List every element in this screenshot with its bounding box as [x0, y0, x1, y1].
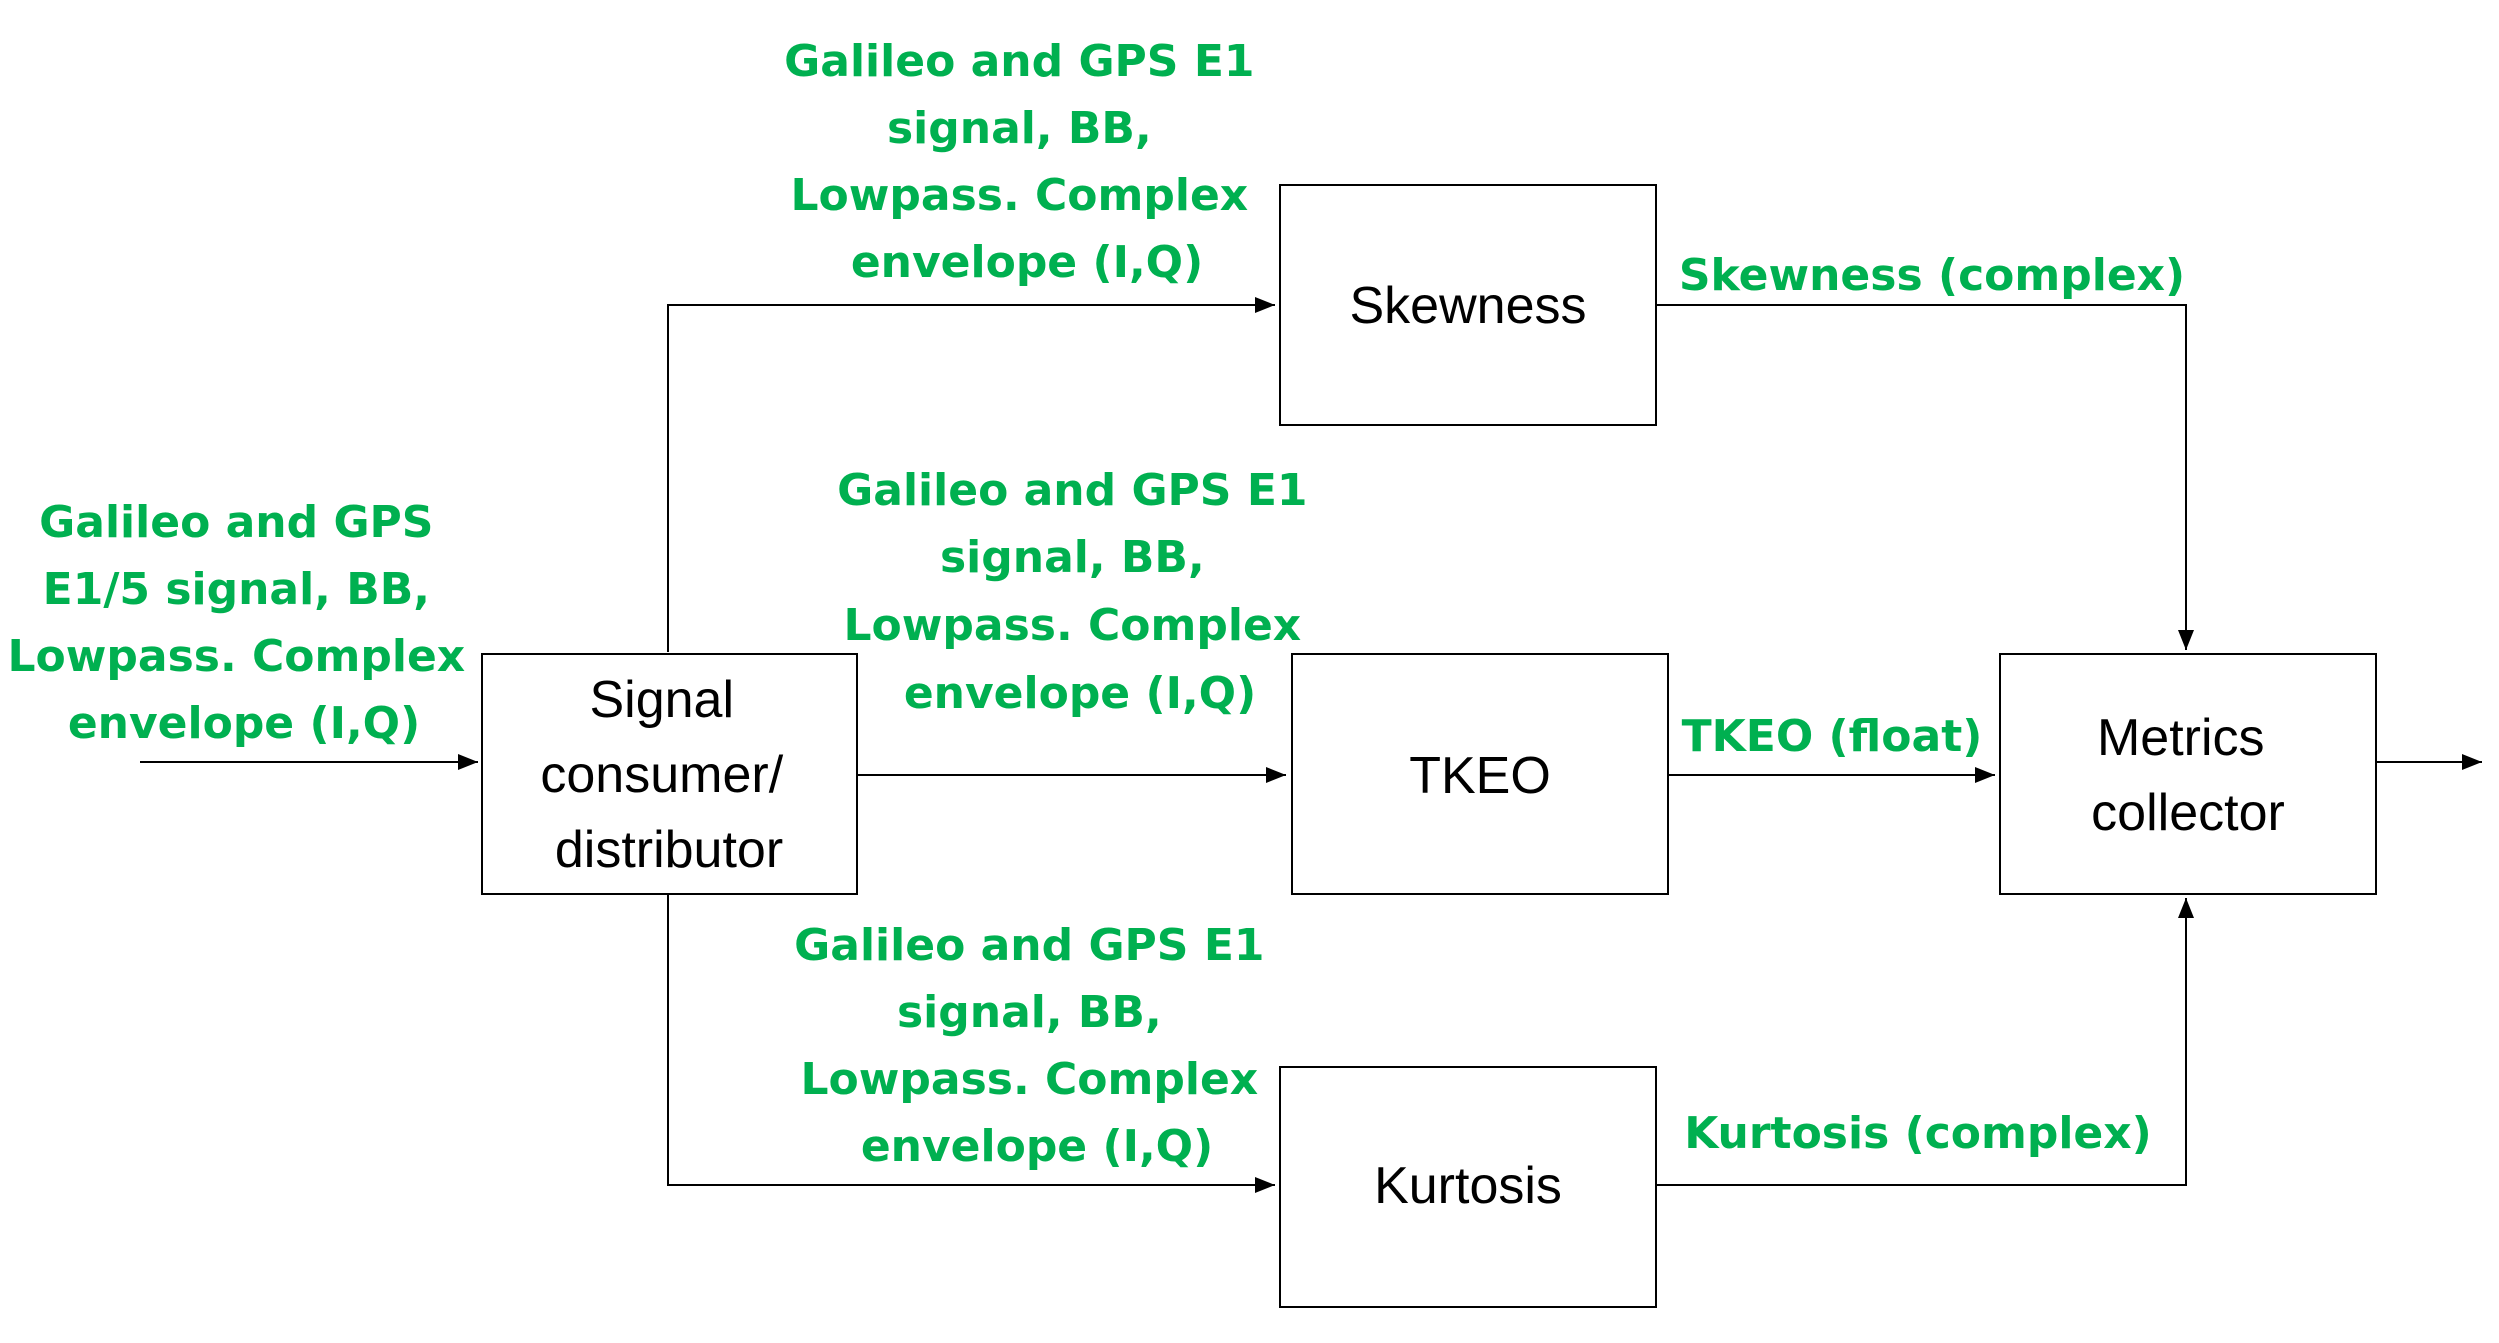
- skewness-input-label: Galileo and GPS E1 signal, BB, Lowpass. …: [784, 36, 1270, 288]
- arrow-kurtosis-to-collector: [1657, 898, 2194, 1186]
- svg-text:Skewness: Skewness: [1350, 277, 1587, 335]
- kurtosis-output-label: Kurtosis (complex): [1684, 1108, 2152, 1159]
- input-signal-label-line: Lowpass. Complex: [7, 631, 465, 682]
- input-signal-label-line: envelope (I,Q): [68, 698, 420, 749]
- collector-block-line: collector: [2091, 784, 2285, 842]
- tkeo-input-label-line: Lowpass. Complex: [843, 600, 1301, 651]
- skewness-output-label-line: Skewness (complex): [1679, 250, 2185, 301]
- distributor-block-line: consumer/: [540, 746, 783, 804]
- tkeo-block-label: TKEO: [1409, 747, 1551, 805]
- skewness-block-label: Skewness: [1350, 277, 1587, 335]
- kurtosis-input-label-line: Lowpass. Complex: [800, 1054, 1258, 1105]
- collector-block: Metrics collector: [1999, 653, 2377, 895]
- tkeo-input-label: Galileo and GPS E1 signal, BB, Lowpass. …: [837, 465, 1323, 719]
- svg-text:Metrics collector: Metrics collector: [2091, 709, 2285, 842]
- arrow-to-skewness: [667, 297, 1275, 652]
- skewness-input-label-line: envelope (I,Q): [851, 237, 1203, 288]
- svg-text:Signal consumer/ d: Signal consumer/ distributor: [540, 671, 797, 879]
- distributor-block-line: Signal: [589, 671, 734, 729]
- tkeo-output-label-line: TKEO (float): [1682, 711, 1983, 762]
- arrow-skewness-to-collector: [1657, 304, 2194, 650]
- skewness-input-label-line: Lowpass. Complex: [790, 170, 1248, 221]
- input-signal-label-line: Galileo and GPS: [39, 497, 433, 548]
- kurtosis-input-label-line: envelope (I,Q): [861, 1121, 1213, 1172]
- input-signal-label: Galileo and GPS E1/5 signal, BB, Lowpass…: [7, 497, 480, 749]
- distributor-block-line: distributor: [555, 821, 783, 879]
- tkeo-input-label-line: signal, BB,: [940, 532, 1205, 583]
- kurtosis-block-label: Kurtosis: [1374, 1157, 1562, 1215]
- skewness-input-label-line: Galileo and GPS E1: [784, 36, 1254, 87]
- tkeo-block: TKEO: [1291, 653, 1669, 895]
- kurtosis-output-label-line: Kurtosis (complex): [1684, 1108, 2152, 1159]
- distributor-block: Signal consumer/ distributor: [481, 653, 858, 895]
- svg-text:Kurtosis: Kurtosis: [1374, 1157, 1562, 1215]
- kurtosis-input-label-line: Galileo and GPS E1: [794, 920, 1264, 971]
- tkeo-input-label-line: envelope (I,Q): [904, 668, 1256, 719]
- tkeo-output-label: TKEO (float): [1682, 711, 1983, 762]
- skewness-output-label: Skewness (complex): [1679, 250, 2185, 301]
- collector-block-line: Metrics: [2097, 709, 2265, 767]
- arrow-to-kurtosis: [667, 894, 1275, 1193]
- skewness-block: Skewness: [1279, 184, 1657, 426]
- kurtosis-input-label: Galileo and GPS E1 signal, BB, Lowpass. …: [794, 920, 1280, 1172]
- input-signal-label-line: E1/5 signal, BB,: [43, 564, 430, 615]
- skewness-input-label-line: signal, BB,: [887, 103, 1152, 154]
- kurtosis-block: Kurtosis: [1279, 1066, 1657, 1308]
- tkeo-input-label-line: Galileo and GPS E1: [837, 465, 1307, 516]
- kurtosis-input-label-line: signal, BB,: [897, 987, 1162, 1038]
- svg-text:TKEO: TKEO: [1409, 747, 1551, 805]
